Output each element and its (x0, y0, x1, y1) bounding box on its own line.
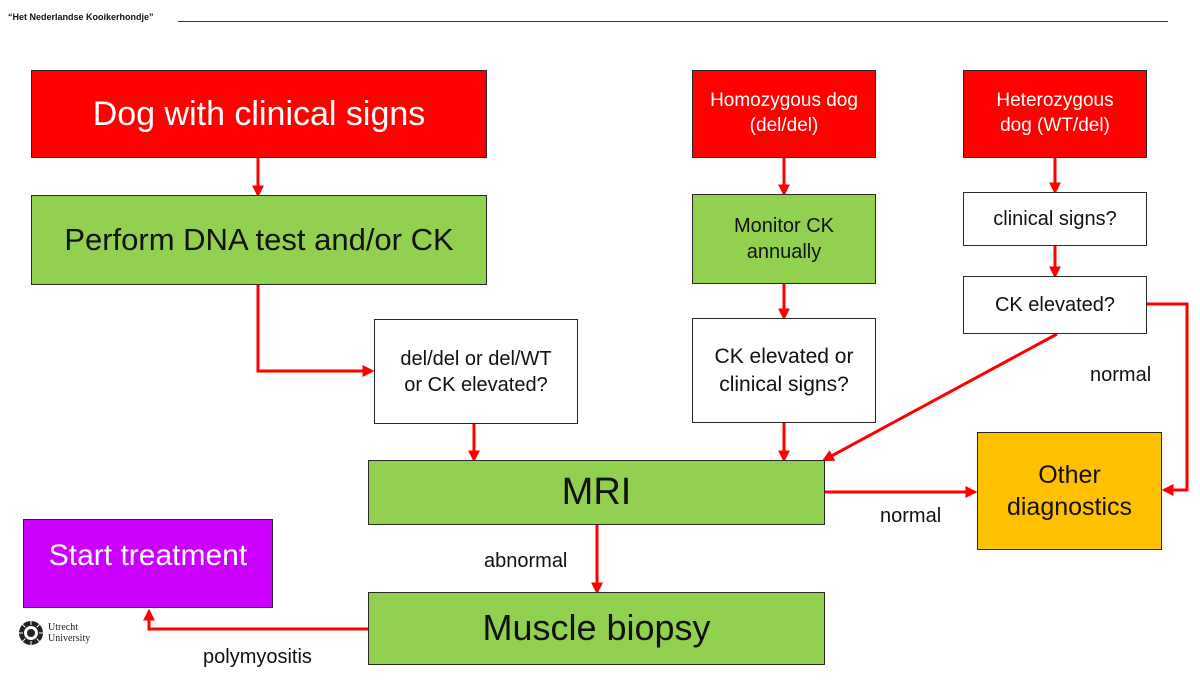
logo-text: Utrecht University (48, 622, 91, 644)
ck-elevated-or-signs-text: CK elevated or clinical signs? (714, 345, 854, 396)
utrecht-university-logo: Utrecht University (18, 620, 90, 646)
muscle-biopsy-box: Muscle biopsy (368, 592, 825, 665)
muscle-biopsy-text: Muscle biopsy (482, 607, 711, 649)
other-diagnostics-box: Other diagnostics (977, 432, 1162, 550)
homozygous-dog-box: Homozygous dog (del/del) (692, 70, 876, 158)
arrow-ck-to-mri (821, 332, 1058, 462)
normal-label-mri: normal (880, 505, 942, 527)
polymyositis-label: polymyositis (203, 646, 312, 668)
arrow-biopsy-to-treatment (143, 608, 368, 631)
clinical-signs-question-box: clinical signs? (963, 192, 1147, 246)
ck-elevated-question-box: CK elevated? (963, 276, 1147, 334)
mri-box: MRI (368, 460, 825, 525)
sun-seal-icon (19, 621, 43, 645)
dog-clinical-signs-text: Dog with clinical signs (92, 94, 426, 133)
arrow-dna-to-question (256, 285, 375, 377)
other-diagnostics-text: Other diagnostics (1006, 460, 1133, 522)
clinical-signs-question-text: clinical signs? (993, 208, 1117, 230)
document-header: “Het Nederlandse Kooikerhondje” (8, 12, 154, 22)
abnormal-label: abnormal (484, 550, 568, 572)
perform-dna-test-text: Perform DNA test and/or CK (64, 221, 454, 257)
del-question-box: del/del or del/WT or CK elevated? (374, 319, 578, 424)
monitor-ck-box: Monitor CK annually (692, 194, 876, 284)
monitor-ck-text: Monitor CK annually (733, 215, 835, 263)
ck-elevated-question-text: CK elevated? (994, 294, 1116, 316)
homozygous-dog-text: Homozygous dog (del/del) (710, 90, 858, 136)
heterozygous-dog-text: Heterozygous dog (WT/del) (996, 90, 1114, 136)
start-treatment-text: Start treatment (48, 539, 248, 572)
arrow-ck-to-other (1147, 302, 1189, 496)
heterozygous-dog-box: Heterozygous dog (WT/del) (963, 70, 1147, 158)
normal-label-ck: normal (1090, 364, 1152, 386)
header-rule (178, 21, 1168, 22)
dog-clinical-signs-box: Dog with clinical signs (31, 70, 487, 158)
perform-dna-test-box: Perform DNA test and/or CK (31, 195, 487, 285)
start-treatment-box: Start treatment (23, 519, 273, 608)
del-question-text: del/del or del/WT or CK elevated? (400, 347, 552, 396)
ck-elevated-or-signs-box: CK elevated or clinical signs? (692, 318, 876, 423)
mri-text: MRI (561, 470, 632, 513)
